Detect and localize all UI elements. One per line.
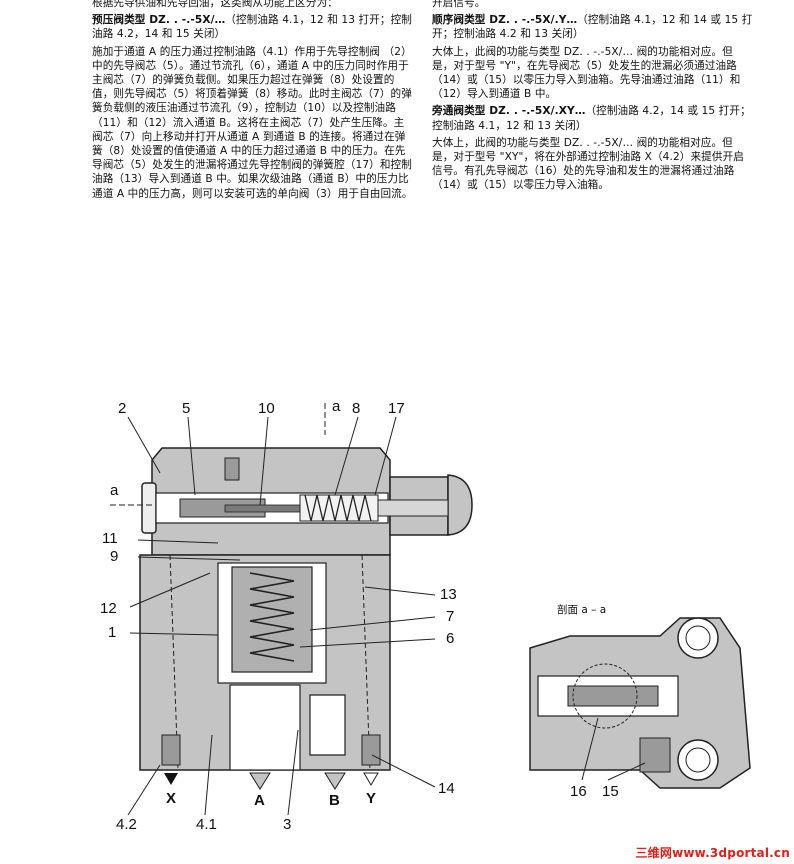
mount-hole-bottom-inner — [685, 747, 711, 773]
label-7: 7 — [446, 608, 454, 625]
port-x-marker — [164, 773, 178, 785]
plug-y — [361, 734, 381, 766]
channel-b — [309, 694, 346, 756]
label-6: 6 — [446, 630, 454, 647]
watermark-text: 三维网www.3dportal.cn — [635, 846, 790, 860]
label-4-1: 4.1 — [196, 816, 217, 833]
adjust-screw — [377, 499, 449, 517]
label-15: 15 — [602, 783, 619, 800]
port-x-label: X — [166, 790, 176, 807]
pressure-valve-heading: 预压阀类型 DZ. . -.-5X/…（控制油路 4.1，12 和 13 打开；… — [92, 13, 414, 41]
bypass-valve-heading-title: 旁通阀类型 DZ. . -.-5X/.XY… — [432, 105, 586, 118]
mount-hole-top-inner — [685, 625, 711, 651]
sequence-valve-body: 大体上，此阀的功能与类型 DZ. . -.-5X/… 阀的功能相对应。但是，对于… — [432, 45, 741, 101]
plug-x — [161, 734, 181, 766]
label-14: 14 — [438, 780, 455, 797]
leader-lines — [127, 416, 436, 816]
section-spool — [567, 685, 659, 707]
label-2: 2 — [118, 400, 126, 417]
left-plug — [141, 482, 157, 534]
bypass-valve-heading-note: （控制油路 4.2，14 或 15 打开；控制油路 4.1，12 和 13 关闭… — [432, 105, 751, 132]
right-text-column: 开启信号。 顺序阀类型 DZ. . -.-5X/.Y…（控制油路 4.1，12 … — [432, 0, 754, 196]
pilot-spring — [304, 494, 372, 522]
bypass-valve-body: 大体上，此阀的功能与类型 DZ. . -.-5X/… 阀的功能相对应。但是，对于… — [432, 136, 744, 192]
adjust-knob — [447, 474, 473, 536]
label-9: 9 — [110, 548, 118, 565]
label-11: 11 — [102, 530, 118, 547]
main-spring — [249, 572, 295, 662]
left-text-column: 根据先导供油和先导回油，这类阀从功能上区分为： 预压阀类型 DZ. . -.-5… — [92, 0, 414, 204]
port-b-label: B — [329, 792, 340, 809]
port-a-label: A — [254, 792, 265, 809]
valve-cross-section-figure: a a 2 5 10 8 17 11 9 12 1 13 7 6 14 4.2 … — [100, 398, 473, 833]
label-3: 3 — [283, 816, 291, 833]
section-a-a-figure: 16 15 — [529, 617, 751, 800]
port-a-marker — [249, 772, 271, 790]
port-y-marker — [363, 772, 379, 786]
sequence-valve-heading-title: 顺序阀类型 DZ. . -.-5X/.Y… — [432, 14, 578, 27]
label-5: 5 — [182, 400, 190, 417]
continued-fragment: 开启信号。 — [432, 0, 486, 9]
pressure-valve-body: 施加于通道 A 的压力通过控制油路（4.1）作用于先导控制阀 （2）中的先导阀芯… — [92, 45, 413, 200]
sequence-valve-heading: 顺序阀类型 DZ. . -.-5X/.Y…（控制油路 4.1，12 和 14 或… — [432, 13, 754, 41]
label-1: 1 — [108, 624, 116, 641]
control-line-right — [361, 554, 371, 771]
section-mark-left: a — [110, 482, 119, 499]
control-line-left — [169, 554, 179, 771]
section-plug — [639, 737, 671, 773]
label-12: 12 — [100, 600, 117, 617]
pressure-valve-heading-note: （控制油路 4.1，12 和 13 打开；控制油路 4.2，14 和 15 关闭… — [92, 14, 412, 41]
label-10: 10 — [258, 400, 275, 417]
section-view-title: 剖面 a – a — [557, 604, 607, 616]
sequence-valve-heading-note: （控制油路 4.1，12 和 14 或 15 打开；控制油路 4.2 和 13 … — [432, 14, 753, 41]
label-17: 17 — [388, 400, 405, 417]
bypass-valve-heading: 旁通阀类型 DZ. . -.-5X/.XY…（控制油路 4.2，14 或 15 … — [432, 104, 754, 132]
pilot-spool-stem — [224, 504, 306, 513]
pressure-valve-heading-title: 预压阀类型 DZ. . -.-5X/… — [92, 14, 226, 27]
section-pilot-circle — [572, 663, 638, 729]
label-4-2: 4.2 — [116, 816, 137, 833]
intro-text: 根据先导供油和先导回油，这类阀从功能上区分为： — [92, 0, 338, 9]
label-16: 16 — [570, 783, 587, 800]
label-13: 13 — [440, 586, 457, 603]
section-leader-lines — [581, 717, 646, 781]
top-screw — [224, 457, 240, 481]
channel-a — [229, 684, 301, 771]
port-b-marker — [324, 772, 346, 790]
label-8: 8 — [352, 400, 360, 417]
port-y-label: Y — [366, 790, 376, 807]
section-mark-top: a — [332, 398, 341, 415]
